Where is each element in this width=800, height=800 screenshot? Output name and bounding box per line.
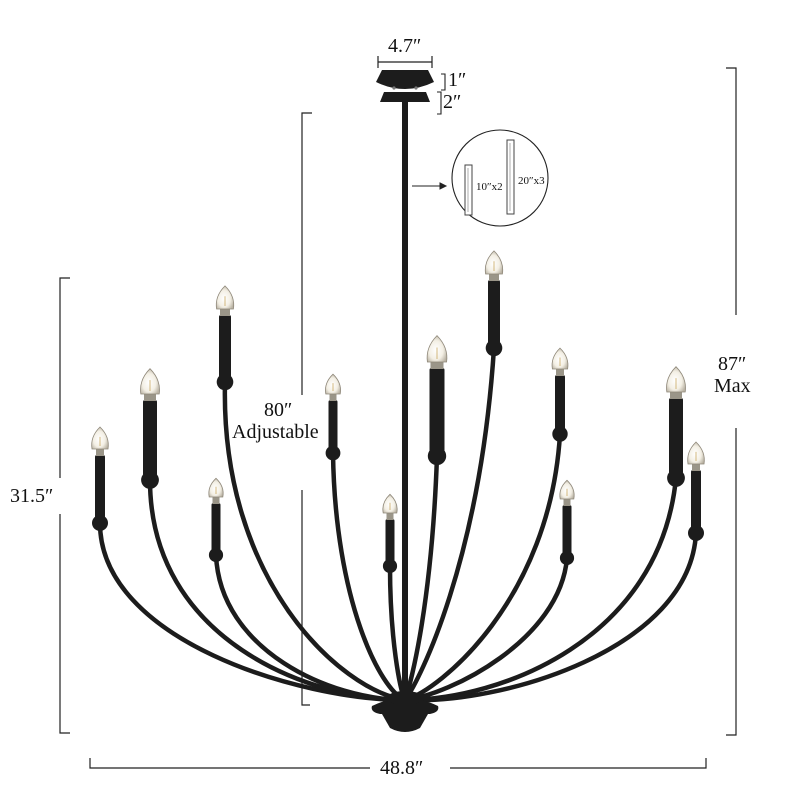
bulb-base [144, 394, 156, 401]
candle-sleeve [385, 519, 395, 562]
adjustable-height-bracket [301, 112, 312, 706]
candle-7 [426, 335, 448, 466]
bulb-base [563, 499, 571, 506]
canopy [376, 70, 434, 102]
candle-5 [325, 373, 341, 461]
arm-knuckle [325, 445, 341, 461]
arm-4 [213, 552, 408, 703]
arm-knuckle [559, 550, 575, 566]
bottom-hub [371, 691, 439, 732]
fixture-width-label: 48.8″ [380, 757, 424, 779]
canopy-width-bracket [377, 56, 433, 68]
candle-10 [559, 479, 575, 566]
fixture-width-bracket [89, 758, 707, 769]
bulb-base [386, 513, 394, 520]
arm-12 [402, 530, 699, 703]
max-height-word: Max [714, 375, 751, 397]
arm-11 [402, 475, 679, 703]
candle-sleeve [669, 398, 683, 474]
arm-5 [330, 450, 408, 703]
arm-knuckle [208, 547, 224, 563]
adjustable-height-word: Adjustable [232, 421, 319, 443]
candle-sleeve [328, 400, 338, 449]
bulb-base [556, 369, 564, 376]
rod-length-long-label: 20″x3 [518, 175, 545, 187]
candle-2 [140, 368, 160, 489]
bulb-base [96, 449, 104, 456]
max-height-value: 87″ [718, 353, 747, 375]
candle-sleeve [219, 315, 231, 378]
candle-sleeve [488, 280, 500, 344]
candle-1 [91, 426, 109, 531]
bulb-base [220, 309, 230, 316]
inset-arrow [412, 182, 448, 190]
bulb-base [692, 464, 700, 471]
bulb-base [670, 392, 682, 399]
bulb-base [489, 274, 499, 281]
fixture-height-bracket [59, 277, 70, 734]
candle-8 [484, 250, 504, 357]
candle-sleeve [691, 470, 701, 529]
candle-6 [382, 493, 398, 574]
arm-10 [402, 555, 570, 703]
fixture-height-label: 31.5″ [10, 485, 54, 507]
candle-sleeve [211, 503, 221, 551]
candle-sleeve [562, 505, 572, 554]
bulb-base [212, 497, 220, 504]
canopy-width-label: 4.7″ [388, 35, 422, 57]
arm-7 [402, 453, 440, 703]
arm-knuckle [92, 515, 108, 531]
max-height-bracket [726, 67, 737, 736]
candle-sleeve [143, 400, 157, 476]
arm-knuckle [688, 525, 704, 541]
arm-3 [222, 379, 408, 703]
canopy-height-1-label: 1″ [448, 69, 467, 91]
candle-arms [91, 250, 705, 574]
bulb-base [329, 394, 337, 401]
candle-3 [215, 285, 235, 391]
arm-8 [402, 345, 497, 703]
candle-12 [687, 441, 705, 541]
arm-knuckle [552, 426, 568, 442]
central-rod [402, 98, 408, 696]
candle-sleeve [429, 368, 445, 452]
rod-length-short-label: 10″x2 [476, 181, 503, 193]
candle-sleeve [555, 375, 565, 430]
candle-4 [208, 477, 224, 563]
candle-sleeve [95, 455, 105, 519]
arm-9 [402, 431, 563, 703]
candle-11 [666, 366, 686, 487]
bulb-base [430, 362, 444, 369]
rod-inset-icon [451, 129, 549, 227]
adjustable-height-value: 80″ [264, 399, 293, 421]
arm-knuckle [382, 558, 398, 574]
chandelier-arms [97, 345, 699, 703]
candle-9 [551, 347, 569, 442]
canopy-height-2-label: 2″ [443, 91, 462, 113]
canopy-height-ticks [437, 73, 446, 115]
